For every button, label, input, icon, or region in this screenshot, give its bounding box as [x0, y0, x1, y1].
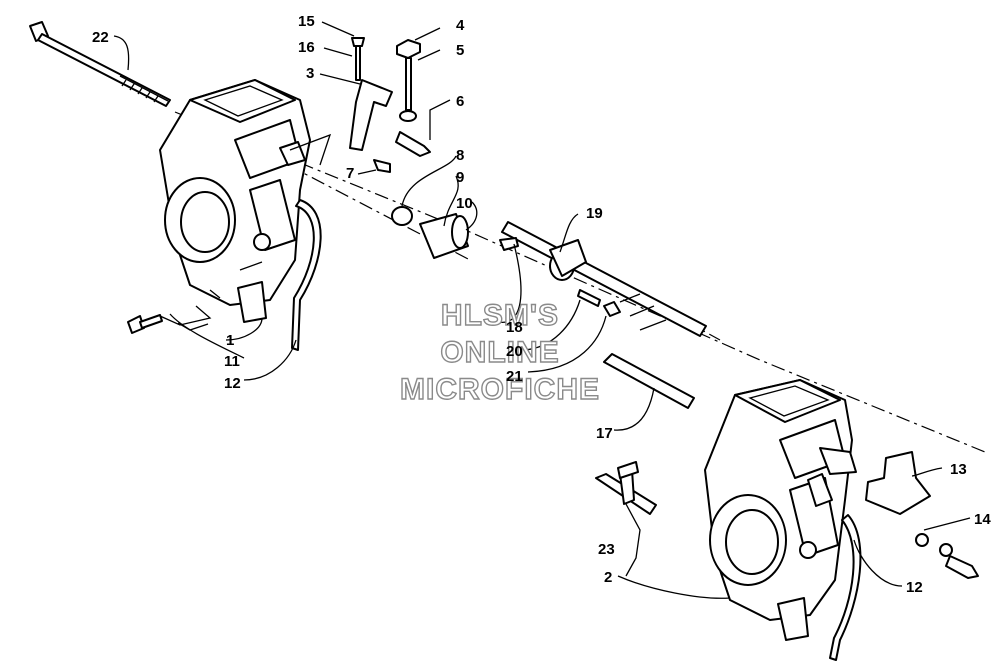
left-vent-tube-part: [291, 199, 322, 351]
callout-6: 6: [456, 93, 464, 110]
sleeve-part: [603, 353, 695, 409]
throttle-shaft-part: [499, 221, 707, 337]
callout-3: 3: [306, 65, 314, 82]
right-carburetor-part: [704, 379, 857, 641]
callout-22: 22: [92, 29, 109, 46]
tee-fitting-part: [595, 461, 657, 515]
callout-11: 11: [224, 353, 240, 370]
callout-14: 14: [974, 511, 991, 528]
callout-16: 16: [298, 39, 315, 56]
callout-12-right: 12: [906, 579, 923, 596]
callout-12-left: 12: [224, 375, 241, 392]
callout-8: 8: [456, 147, 464, 164]
bracket-screws-part: [351, 37, 365, 81]
through-bolt-part: [29, 21, 171, 107]
callout-23: 23: [598, 541, 615, 558]
throttle-sensor-part: [865, 451, 931, 515]
callout-21: 21: [506, 368, 523, 385]
screw-nut-part: [577, 289, 621, 317]
watermark-line-2: ONLINE: [440, 336, 559, 369]
callout-1: 1: [226, 332, 234, 349]
callout-13: 13: [950, 461, 967, 478]
callout-7: 7: [346, 165, 354, 182]
watermark-line-1: HLSM'S: [441, 299, 559, 332]
sensor-hardware-part: [915, 533, 979, 579]
watermark: HLSM'S ONLINE MICROFICHE: [399, 298, 600, 406]
leader-lines: [113, 21, 971, 599]
bushing-part: [391, 206, 413, 226]
left-carburetor-part: [159, 79, 332, 323]
callout-18: 18: [506, 319, 523, 336]
right-vent-tube-part: [829, 514, 862, 661]
screw-7-part: [373, 159, 391, 173]
callout-labels: 22 15 16 3 4 5 6 7 8 9 10 19 18 20 21 1 …: [92, 13, 991, 596]
clip-screw-part: [127, 305, 212, 334]
callout-4: 4: [456, 17, 465, 34]
callout-15: 15: [298, 13, 315, 30]
coupler-part: [419, 213, 469, 259]
screw-6-part: [395, 131, 431, 157]
callout-2: 2: [604, 569, 612, 586]
bracket-part: [349, 79, 393, 151]
callout-19: 19: [586, 205, 603, 222]
callout-5: 5: [456, 42, 464, 59]
watermark-line-3: MICROFICHE: [400, 373, 600, 406]
adjuster-knob-part: [396, 39, 421, 122]
callout-17: 17: [596, 425, 613, 442]
callout-9: 9: [456, 169, 464, 186]
callout-20: 20: [506, 343, 523, 360]
callout-10: 10: [456, 195, 473, 212]
